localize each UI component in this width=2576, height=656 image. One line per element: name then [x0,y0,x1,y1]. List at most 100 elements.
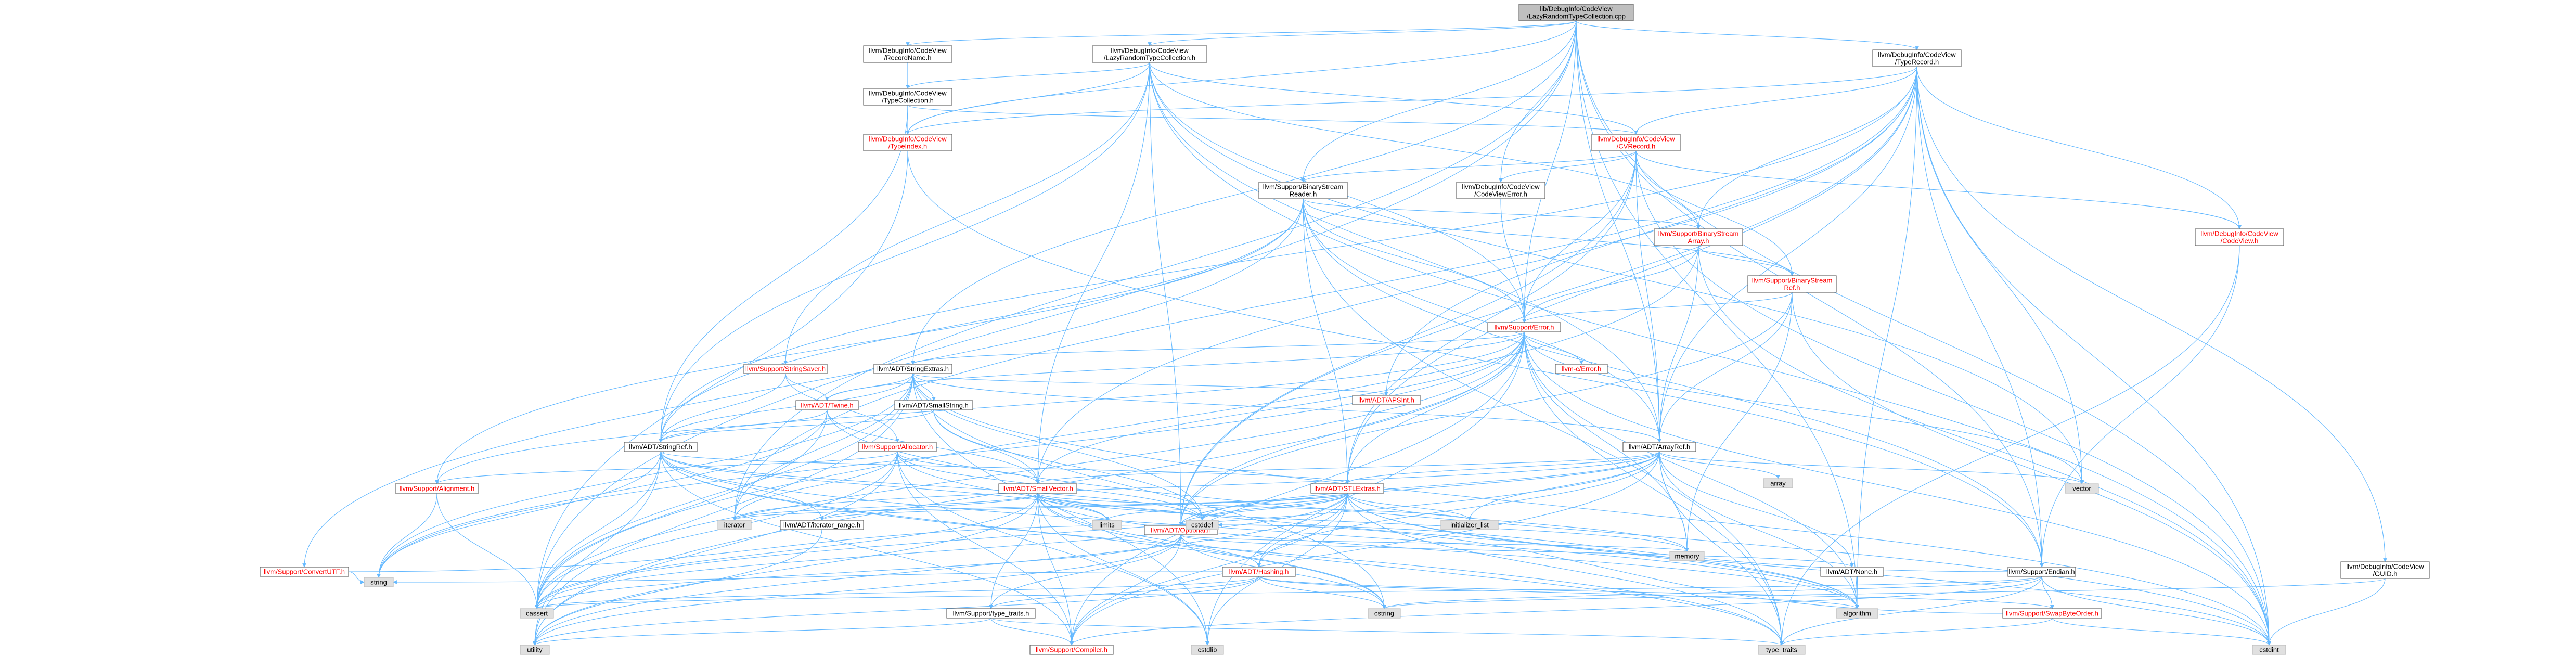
node-utility[interactable]: utility [520,645,550,655]
edge-typerecord-to-apsint [1384,66,1917,396]
node-llvm-debuginfo-codeview-recordname-h[interactable]: llvm/DebugInfo/CodeView/RecordName.h [863,45,952,63]
node-llvm-adt-stringref-h[interactable]: llvm/ADT/StringRef.h [624,442,698,452]
node-llvm-adt-twine-h[interactable]: llvm/ADT/Twine.h [795,400,859,410]
node-llvm-adt-apsint-h[interactable]: llvm/ADT/APSInt.h [1352,395,1421,405]
node-label: /TypeRecord.h [1895,58,1939,66]
node-llvm-support-type-traits-h[interactable]: llvm/Support/type_traits.h [946,608,1036,619]
edge-stringextras-to-apsint [912,373,1388,396]
edge-smallvector-to-utility [533,493,1038,646]
node-llvm-debuginfo-codeview-lazyrandomtypecollection-h[interactable]: llvm/DebugInfo/CodeView/LazyRandomTypeCo… [1092,45,1207,63]
edge-stringextras-to-arrayref [912,373,1661,443]
node-llvm-adt-stringextras-h[interactable]: llvm/ADT/StringExtras.h [873,364,952,374]
edge-cvrecord-to-optional [1179,150,1637,526]
node-llvm-support-allocator-h[interactable]: llvm/Support/Allocator.h [858,442,937,452]
node-cstdlib[interactable]: cstdlib [1191,645,1224,655]
node-llvm-adt-stlextras-h[interactable]: llvm/ADT/STLExtras.h [1310,483,1384,494]
edge-stringref-to-iteratorrange [660,451,824,521]
edge-typerecord-to-cstdint [1916,66,2271,646]
node-llvm-support-error-h[interactable]: llvm/Support/Error.h [1487,322,1561,332]
node-llvm-support-compiler-h[interactable]: llvm/Support/Compiler.h [1029,645,1114,655]
node-llvm-debuginfo-codeview-codeviewerror-h[interactable]: llvm/DebugInfo/CodeView/CodeViewError.h [1456,182,1545,199]
node-label: llvm-c/Error.h [1562,365,1602,373]
node-cstddef[interactable]: cstddef [1186,520,1219,530]
edge-optional-to-utility [533,534,1181,646]
node-iterator[interactable]: iterator [717,520,752,530]
edge-codeviewerror-to-error [1500,198,1526,323]
node-box [1186,520,1219,530]
edge-allocator-to-cstdlib [897,451,1209,646]
node-llvm-debuginfo-codeview-typeindex-h[interactable]: llvm/DebugInfo/CodeView/TypeIndex.h [863,134,952,151]
node-box [520,645,550,655]
edge-hashing-to-swapbyteorder [1258,576,2054,609]
edge-twine-to-stringref [659,409,828,443]
node-cassert[interactable]: cassert [520,608,554,619]
node-llvm-adt-arrayref-h[interactable]: llvm/ADT/ArrayRef.h [1622,442,1696,452]
node-label: llvm/Support/BinaryStream [1263,183,1344,191]
edge-alignment-to-cassert [436,493,539,609]
node-llvm-adt-iterator-range-h[interactable]: llvm/ADT/iterator_range.h [780,520,864,530]
node-array[interactable]: array [1763,478,1793,488]
node-cstring[interactable]: cstring [1368,608,1401,619]
node-llvm-support-swapbyteorder-h[interactable]: llvm/Support/SwapByteOrder.h [2002,608,2102,619]
node-llvm-debuginfo-codeview-cvrecord-h[interactable]: llvm/DebugInfo/CodeView/CVRecord.h [1591,134,1681,151]
node-llvm-support-alignment-h[interactable]: llvm/Support/Alignment.h [395,483,479,494]
node-box [2007,567,2076,577]
node-label: llvm/DebugInfo/CodeView [869,47,947,55]
nodes-layer: lib/DebugInfo/CodeView/LazyRandomTypeCol… [260,4,2430,655]
node-llvm-debuginfo-codeview-codeview-h[interactable]: llvm/DebugInfo/CodeView/CodeView.h [2195,228,2284,246]
node-cstdint[interactable]: cstdint [2252,645,2286,655]
edge-error-to-stlextras [1345,331,1525,484]
edge-smallvector-to-typetraitsstd [1037,493,1784,646]
node-string[interactable]: string [364,577,394,587]
edge-arrayref-to-optional [1179,451,1660,526]
node-label: lib/DebugInfo/CodeView [1540,5,1613,13]
node-box [894,400,973,410]
edge-typecollection-to-cvrecord [907,105,1638,135]
node-box [1836,608,1878,619]
edge-stringref-to-cstddef [660,451,1204,521]
edge-lazyrandom-to-typeindex [906,62,1150,135]
node-label: llvm/Support/Endian.h [2008,568,2075,576]
node-label: /GUID.h [2373,570,2398,578]
node-llvm-debuginfo-codeview-guid-h[interactable]: llvm/DebugInfo/CodeView/GUID.h [2340,561,2430,579]
node-box [1518,4,1634,21]
node-llvm-support-endian-h[interactable]: llvm/Support/Endian.h [2007,567,2076,577]
node-label: Array.h [1688,237,1709,245]
node-algorithm[interactable]: algorithm [1836,608,1878,619]
node-vector[interactable]: vector [2065,483,2099,494]
node-box [780,520,864,530]
edge-arrayref-to-smallvector [1036,451,1660,484]
node-lib-debuginfo-codeview-lazyrandomtypecollection-cpp[interactable]: lib/DebugInfo/CodeView/LazyRandomTypeCol… [1518,4,1634,21]
edge-convertutf-to-cstddef [348,523,1187,572]
node-label: llvm/ADT/Twine.h [801,402,853,409]
node-type-traits[interactable]: type_traits [1758,645,1806,655]
edge-stlextras-to-cstdint [1347,493,2271,646]
node-initializer-list[interactable]: initializer_list [1440,520,1499,530]
edge-stlextras-to-utility [533,493,1348,646]
edge-error-to-string [377,331,1525,578]
edge-allocator-to-algorithm [897,451,1859,609]
node-llvm-c-error-h[interactable]: llvm-c/Error.h [1555,364,1608,374]
node-llvm-adt-none-h[interactable]: llvm/ADT/None.h [1820,567,1884,577]
node-llvm-support-convertutf-h[interactable]: llvm/Support/ConvertUTF.h [260,567,349,577]
node-memory[interactable]: memory [1669,551,1705,561]
node-llvm-adt-smallvector-h[interactable]: llvm/ADT/SmallVector.h [998,483,1077,494]
node-label: llvm/ADT/SmallVector.h [1002,485,1073,493]
edge-error-to-algorithm [1524,331,1859,609]
edge-typerecord-to-algorithm [1855,66,1917,609]
node-box [2340,561,2430,579]
node-llvm-adt-smallstring-h[interactable]: llvm/ADT/SmallString.h [894,400,973,410]
node-llvm-debuginfo-codeview-typerecord-h[interactable]: llvm/DebugInfo/CodeView/TypeRecord.h [1872,49,1962,67]
node-llvm-adt-hashing-h[interactable]: llvm/ADT/Hashing.h [1222,567,1296,577]
edge-typetraits-to-typetraitsstd [990,618,1784,646]
node-llvm-debuginfo-codeview-typecollection-h[interactable]: llvm/DebugInfo/CodeView/TypeCollection.h [863,88,952,106]
edge-swapbyteorder-to-cstddef [1218,523,2003,614]
edge-codeview-to-typetraitsstd [1780,245,2240,646]
edge-optional-to-memory [1180,534,1689,552]
node-limits[interactable]: limits [1092,520,1122,530]
node-llvm-support-stringsaver-h[interactable]: llvm/Support/StringSaver.h [743,364,828,374]
